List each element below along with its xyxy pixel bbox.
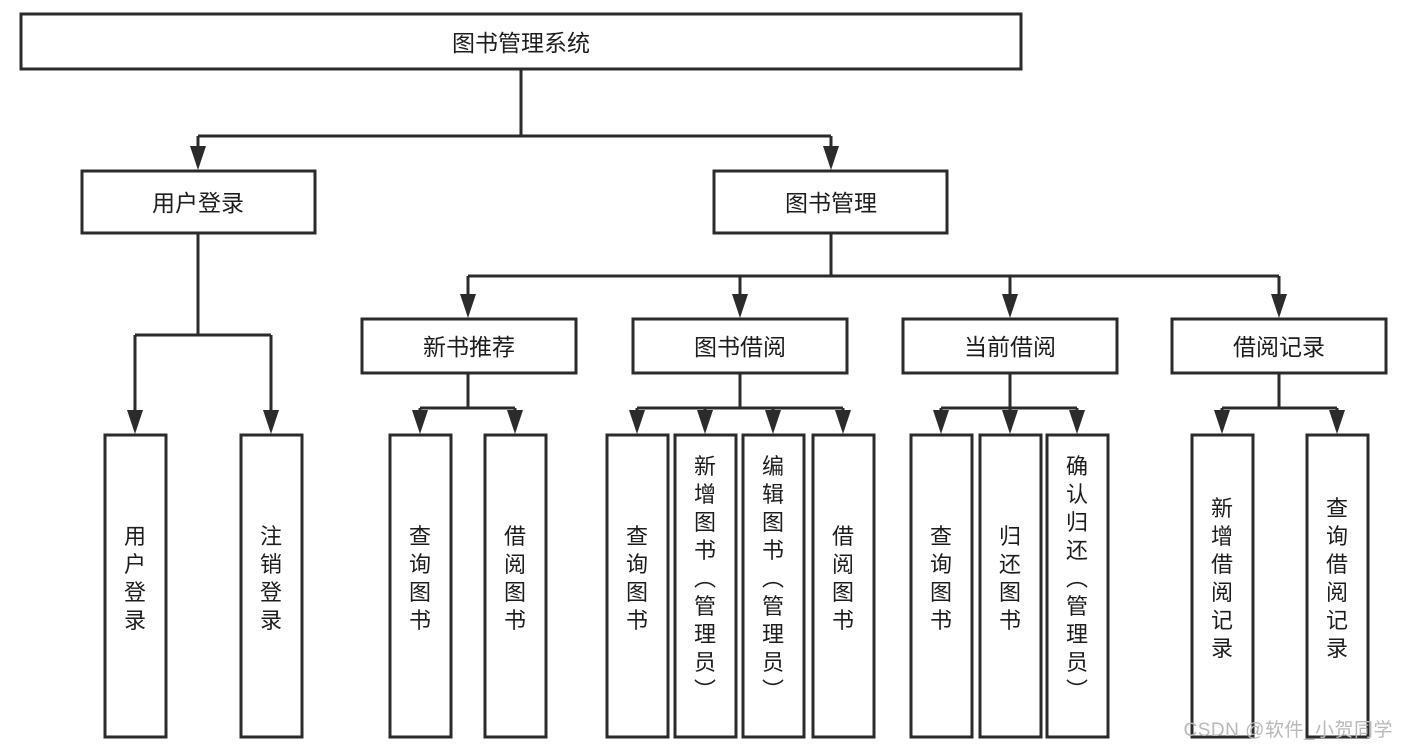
- node-root[interactable]: 图书管理系统: [19, 12, 1023, 71]
- node-book-borrow-label: 图书借阅: [694, 334, 786, 360]
- node-borrow-record[interactable]: 借阅记录: [1170, 317, 1388, 375]
- leaf-recommend-1[interactable]: 查询图书: [388, 433, 453, 739]
- leaf-borrow-record-1-label: 新增借阅记录: [1211, 496, 1233, 661]
- leaf-book-borrow-2-box[interactable]: [673, 433, 738, 739]
- arrow-head-book-manage: [823, 146, 839, 170]
- node-new-book-recommend[interactable]: 新书推荐: [360, 317, 578, 375]
- leaf-current-borrow-1[interactable]: 查询图书: [909, 433, 974, 739]
- leaf-user-login-1-box[interactable]: [103, 433, 168, 739]
- node-book-manage[interactable]: 图书管理: [712, 169, 949, 235]
- arrow-head-current-leaf-2: [1002, 410, 1018, 434]
- leaf-book-borrow-4-box[interactable]: [811, 433, 876, 739]
- connector-layer: [127, 69, 1345, 434]
- leaf-book-borrow-4[interactable]: 借阅图书: [811, 433, 876, 739]
- node-user-login[interactable]: 用户登录: [80, 169, 317, 235]
- leaf-book-borrow-1-box[interactable]: [605, 433, 670, 739]
- leaf-borrow-record-2-box[interactable]: [1305, 433, 1370, 739]
- arrow-head-current-borrow: [1002, 294, 1018, 318]
- leaf-current-borrow-1-label: 查询图书: [930, 524, 952, 633]
- leaf-user-login-1[interactable]: 用户登录: [103, 433, 168, 739]
- node-borrow-record-label: 借阅记录: [1233, 334, 1325, 360]
- arrow-head-userlogin-leaf-1: [127, 410, 143, 434]
- leaf-current-borrow-2[interactable]: 归还图书: [978, 433, 1043, 739]
- arrow-head-current-leaf-3: [1069, 410, 1085, 434]
- leaf-book-borrow-1-label: 查询图书: [626, 524, 648, 633]
- leaf-user-login-2-label: 注销登录: [260, 524, 282, 633]
- leaf-recommend-2[interactable]: 借阅图书: [483, 433, 548, 739]
- node-book-manage-box[interactable]: [712, 169, 949, 235]
- leaf-book-borrow-1[interactable]: 查询图书: [605, 433, 670, 739]
- leaf-book-borrow-3-label: 编辑图书︵管理员︶: [762, 454, 784, 703]
- node-user-login-box[interactable]: [80, 169, 317, 235]
- leaf-current-borrow-3-label: 确认归还︵管理员︶: [1066, 454, 1088, 703]
- node-root-label: 图书管理系统: [452, 30, 590, 56]
- leaf-recommend-2-box[interactable]: [483, 433, 548, 739]
- leaf-user-login-1-label: 用户登录: [124, 524, 146, 633]
- arrow-head-new-book-recommend: [460, 294, 476, 318]
- arrow-head-borrow-leaf-2: [697, 410, 713, 434]
- node-book-manage-label: 图书管理: [785, 190, 877, 216]
- leaf-current-borrow-1-box[interactable]: [909, 433, 974, 739]
- node-book-borrow[interactable]: 图书借阅: [631, 317, 849, 375]
- arrow-head-book-borrow: [732, 294, 748, 318]
- node-user-login-label: 用户登录: [152, 190, 244, 216]
- arrow-head-record-leaf-1: [1214, 410, 1230, 434]
- leaf-book-borrow-3-box[interactable]: [741, 433, 806, 739]
- leaf-book-borrow-2-label: 新增图书︵管理员︶: [694, 454, 716, 703]
- arrow-head-borrow-leaf-3: [765, 410, 781, 434]
- arrow-head-recommend-leaf-2: [507, 410, 523, 434]
- leaf-recommend-2-label: 借阅图书: [504, 524, 526, 633]
- leaf-current-borrow-3-box[interactable]: [1045, 433, 1110, 739]
- arrow-head-userlogin-leaf-2: [263, 410, 279, 434]
- node-new-book-recommend-box[interactable]: [360, 317, 578, 375]
- arrow-head-borrow-leaf-4: [835, 410, 851, 434]
- node-current-borrow[interactable]: 当前借阅: [901, 317, 1119, 375]
- arrow-head-borrow-record: [1271, 294, 1287, 318]
- leaf-book-borrow-4-label: 借阅图书: [832, 524, 854, 633]
- node-book-borrow-box[interactable]: [631, 317, 849, 375]
- node-new-book-recommend-label: 新书推荐: [423, 334, 515, 360]
- leaf-borrow-record-2-label: 查询借阅记录: [1326, 496, 1348, 661]
- leaf-user-login-2-box[interactable]: [239, 433, 304, 739]
- leaf-current-borrow-2-label: 归还图书: [999, 524, 1021, 633]
- leaf-borrow-record-2[interactable]: 查询借阅记录: [1305, 433, 1370, 739]
- arrow-head-recommend-leaf-1: [412, 410, 428, 434]
- arrow-head-record-leaf-2: [1329, 410, 1345, 434]
- arrow-head-user-login: [190, 146, 206, 170]
- leaf-book-borrow-3[interactable]: 编辑图书︵管理员︶: [741, 433, 806, 739]
- node-current-borrow-label: 当前借阅: [964, 334, 1056, 360]
- arrow-head-current-leaf-1: [933, 410, 949, 434]
- leaf-borrow-record-1[interactable]: 新增借阅记录: [1190, 433, 1255, 739]
- node-borrow-record-box[interactable]: [1170, 317, 1388, 375]
- leaf-book-borrow-2[interactable]: 新增图书︵管理员︶: [673, 433, 738, 739]
- leaf-recommend-1-label: 查询图书: [409, 524, 431, 633]
- leaf-current-borrow-2-box[interactable]: [978, 433, 1043, 739]
- leaf-user-login-2[interactable]: 注销登录: [239, 433, 304, 739]
- arrow-head-borrow-leaf-1: [629, 410, 645, 434]
- node-current-borrow-box[interactable]: [901, 317, 1119, 375]
- leaf-current-borrow-3[interactable]: 确认归还︵管理员︶: [1045, 433, 1110, 739]
- leaf-borrow-record-1-box[interactable]: [1190, 433, 1255, 739]
- csdn-watermark: CSDN @软件_小贺同学: [1183, 720, 1393, 741]
- leaf-recommend-1-box[interactable]: [388, 433, 453, 739]
- node-root-box[interactable]: [19, 12, 1023, 71]
